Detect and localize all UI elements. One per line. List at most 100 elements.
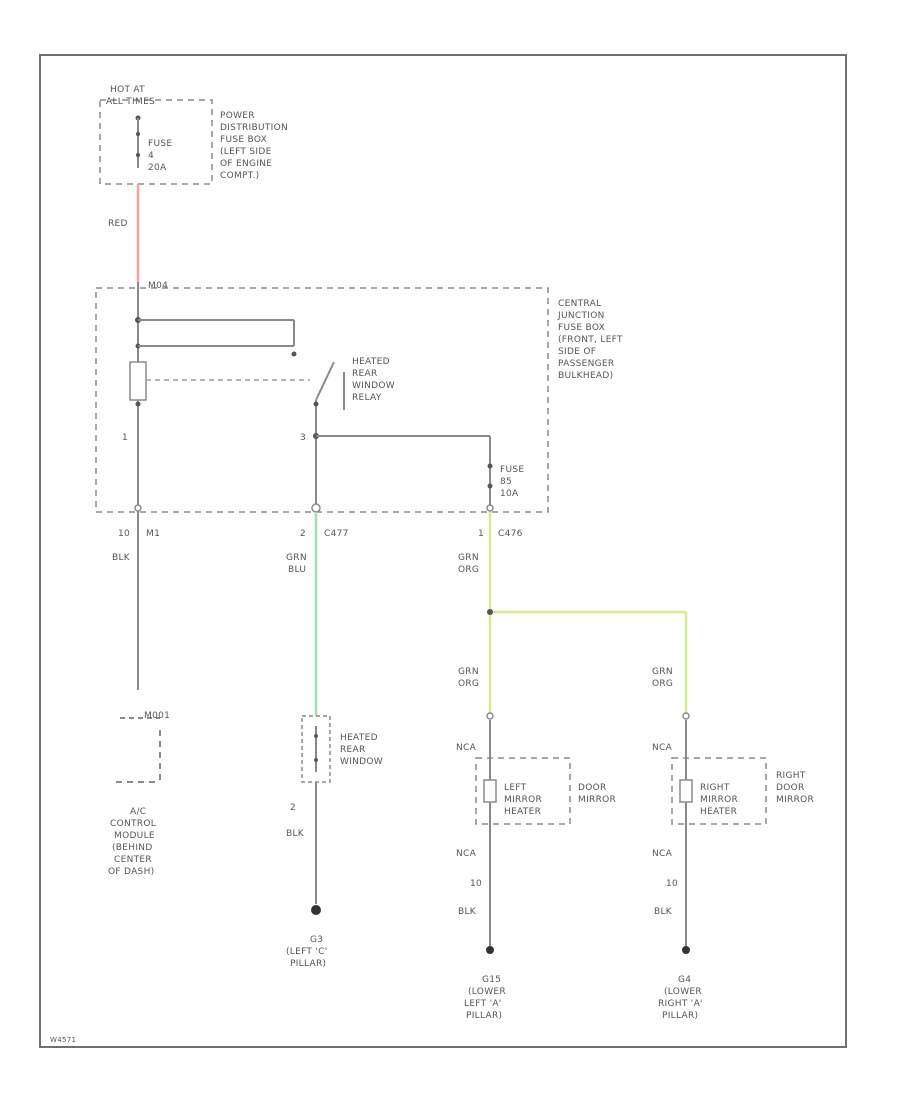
left-mirror-wire-out: BLK — [458, 907, 477, 917]
left-mirror-box — [475, 757, 571, 825]
fuse-85-number: 85 — [500, 477, 512, 487]
diagram-frame — [39, 54, 847, 1048]
right-mirror-nca-top: NCA — [652, 743, 673, 753]
ground-g15-label-3: LEFT 'A' — [464, 999, 502, 1009]
right-mirror-wire-out: BLK — [654, 907, 673, 917]
ac-label-1: A/C — [130, 807, 146, 817]
left-mirror-element-3: HEATER — [504, 807, 541, 817]
ground-g3-label-3: PILLAR) — [290, 959, 326, 969]
cjb-label-6: PASSENGER — [558, 359, 614, 369]
ac-label-3: MODULE — [114, 831, 155, 841]
right-mirror-box-label-2: DOOR — [776, 783, 805, 793]
fuse-4-point — [136, 132, 140, 136]
ac-module-connector: M001 — [144, 711, 170, 721]
left-mirror-nca-bottom: NCA — [456, 849, 477, 859]
right-output-wire-1: GRN — [458, 553, 479, 563]
relay-coil — [129, 361, 147, 401]
left-output-pin: 10 — [118, 529, 130, 539]
cjb-label-7: BULKHEAD) — [558, 371, 613, 381]
pdb-label-1: POWER — [220, 111, 255, 121]
ground-g4-label-1: G4 — [678, 975, 691, 985]
power-distribution-box — [99, 99, 213, 185]
right-mirror-box-label-1: RIGHT — [776, 771, 806, 781]
fuse-4-rating: 20A — [148, 163, 167, 173]
hot-at-line-1: HOT AT — [110, 85, 145, 95]
splice-mirrors — [487, 609, 493, 615]
ground-g15-label-4: PILLAR) — [466, 1011, 502, 1021]
middle-output-wire-1: GRN — [286, 553, 307, 563]
junction-pin-3: 3 — [300, 433, 306, 443]
fuse-4-point-lower — [136, 153, 140, 157]
ground-g3-icon — [311, 905, 321, 915]
ground-g15-label-1: G15 — [482, 975, 501, 985]
fuse-4-number: 4 — [148, 151, 154, 161]
left-mirror-wire-in-1: GRN — [458, 667, 479, 677]
central-junction-box — [95, 287, 549, 513]
rear-window-label-3: WINDOW — [340, 757, 383, 767]
fuse-85-top — [487, 463, 493, 469]
fuse-85-bottom — [487, 483, 493, 489]
pdb-label-4: (LEFT SIDE — [220, 147, 272, 157]
relay-coil-bottom — [135, 401, 141, 407]
rear-window-wire: BLK — [286, 829, 305, 839]
rear-window-pin: 2 — [290, 803, 296, 813]
right-output-wire-2: ORG — [458, 565, 479, 575]
relay-label-2: REAR — [352, 369, 378, 379]
ground-g15-icon — [486, 946, 494, 954]
ac-label-6: OF DASH) — [108, 867, 154, 877]
middle-output-pin: 2 — [300, 529, 306, 539]
ground-g4-label-3: RIGHT 'A' — [658, 999, 703, 1009]
relay-label-1: HEATED — [352, 357, 390, 367]
ground-g4-label-2: (LOWER — [664, 987, 702, 997]
pdb-label-2: DISTRIBUTION — [220, 123, 288, 133]
cjb-label-4: (FRONT, LEFT — [558, 335, 623, 345]
left-mirror-wire-in-2: ORG — [458, 679, 479, 689]
cjb-label-2: JUNCTION — [557, 311, 605, 321]
right-mirror-connector — [682, 712, 690, 720]
middle-output-wire-2: BLU — [288, 565, 306, 575]
right-mirror-nca-bottom: NCA — [652, 849, 673, 859]
rear-window-label-1: HEATED — [340, 733, 378, 743]
left-mirror-nca-top: NCA — [456, 743, 477, 753]
relay-switch-contact — [315, 361, 335, 401]
right-output-connector: C476 — [498, 529, 523, 539]
connector-c476 — [486, 504, 494, 512]
fuse-85-name: FUSE — [500, 465, 524, 475]
ground-g4-label-4: PILLAR) — [662, 1011, 698, 1021]
left-mirror-pin: 10 — [470, 879, 482, 889]
ac-label-2: CONTROL — [110, 819, 156, 829]
ground-g15-label-2: (LOWER — [468, 987, 506, 997]
right-mirror-box — [671, 757, 767, 825]
connector-c477 — [311, 503, 321, 513]
ground-g4-icon — [682, 946, 690, 954]
right-output-pin: 1 — [478, 529, 484, 539]
rear-window-point-bottom — [314, 758, 318, 762]
ac-label-5: CENTER — [114, 855, 152, 865]
left-mirror-element-2: MIRROR — [504, 795, 542, 805]
fuse-4-name: FUSE — [148, 139, 172, 149]
relay-switch-top — [291, 351, 297, 357]
relay-label-3: WINDOW — [352, 381, 395, 391]
ground-g3-label-2: (LEFT 'C' — [286, 947, 328, 957]
ac-label-4: (BEHIND — [112, 843, 153, 853]
relay-label-4: RELAY — [352, 393, 382, 403]
right-mirror-element-1: RIGHT — [700, 783, 730, 793]
cjb-label-5: SIDE OF — [558, 347, 596, 357]
right-mirror-box-label-3: MIRROR — [776, 795, 814, 805]
junction-pin-1: 1 — [122, 433, 128, 443]
cjb-label-1: CENTRAL — [558, 299, 601, 309]
left-mirror-box-label-1: DOOR — [578, 783, 607, 793]
right-mirror-element-3: HEATER — [700, 807, 737, 817]
left-mirror-element-1: LEFT — [504, 783, 527, 793]
red-wire-label: RED — [108, 219, 128, 229]
middle-output-connector: C477 — [324, 529, 349, 539]
footer-code: W4571 — [50, 1036, 76, 1044]
left-mirror-connector — [486, 712, 494, 720]
hot-at-line-2: ALL TIMES — [106, 97, 155, 107]
right-mirror-pin: 10 — [666, 879, 678, 889]
fuse-85-rating: 10A — [500, 489, 519, 499]
cjb-label-3: FUSE BOX — [558, 323, 605, 333]
pdb-label-5: OF ENGINE — [220, 159, 272, 169]
junction-connector-label: M04 — [148, 281, 168, 291]
